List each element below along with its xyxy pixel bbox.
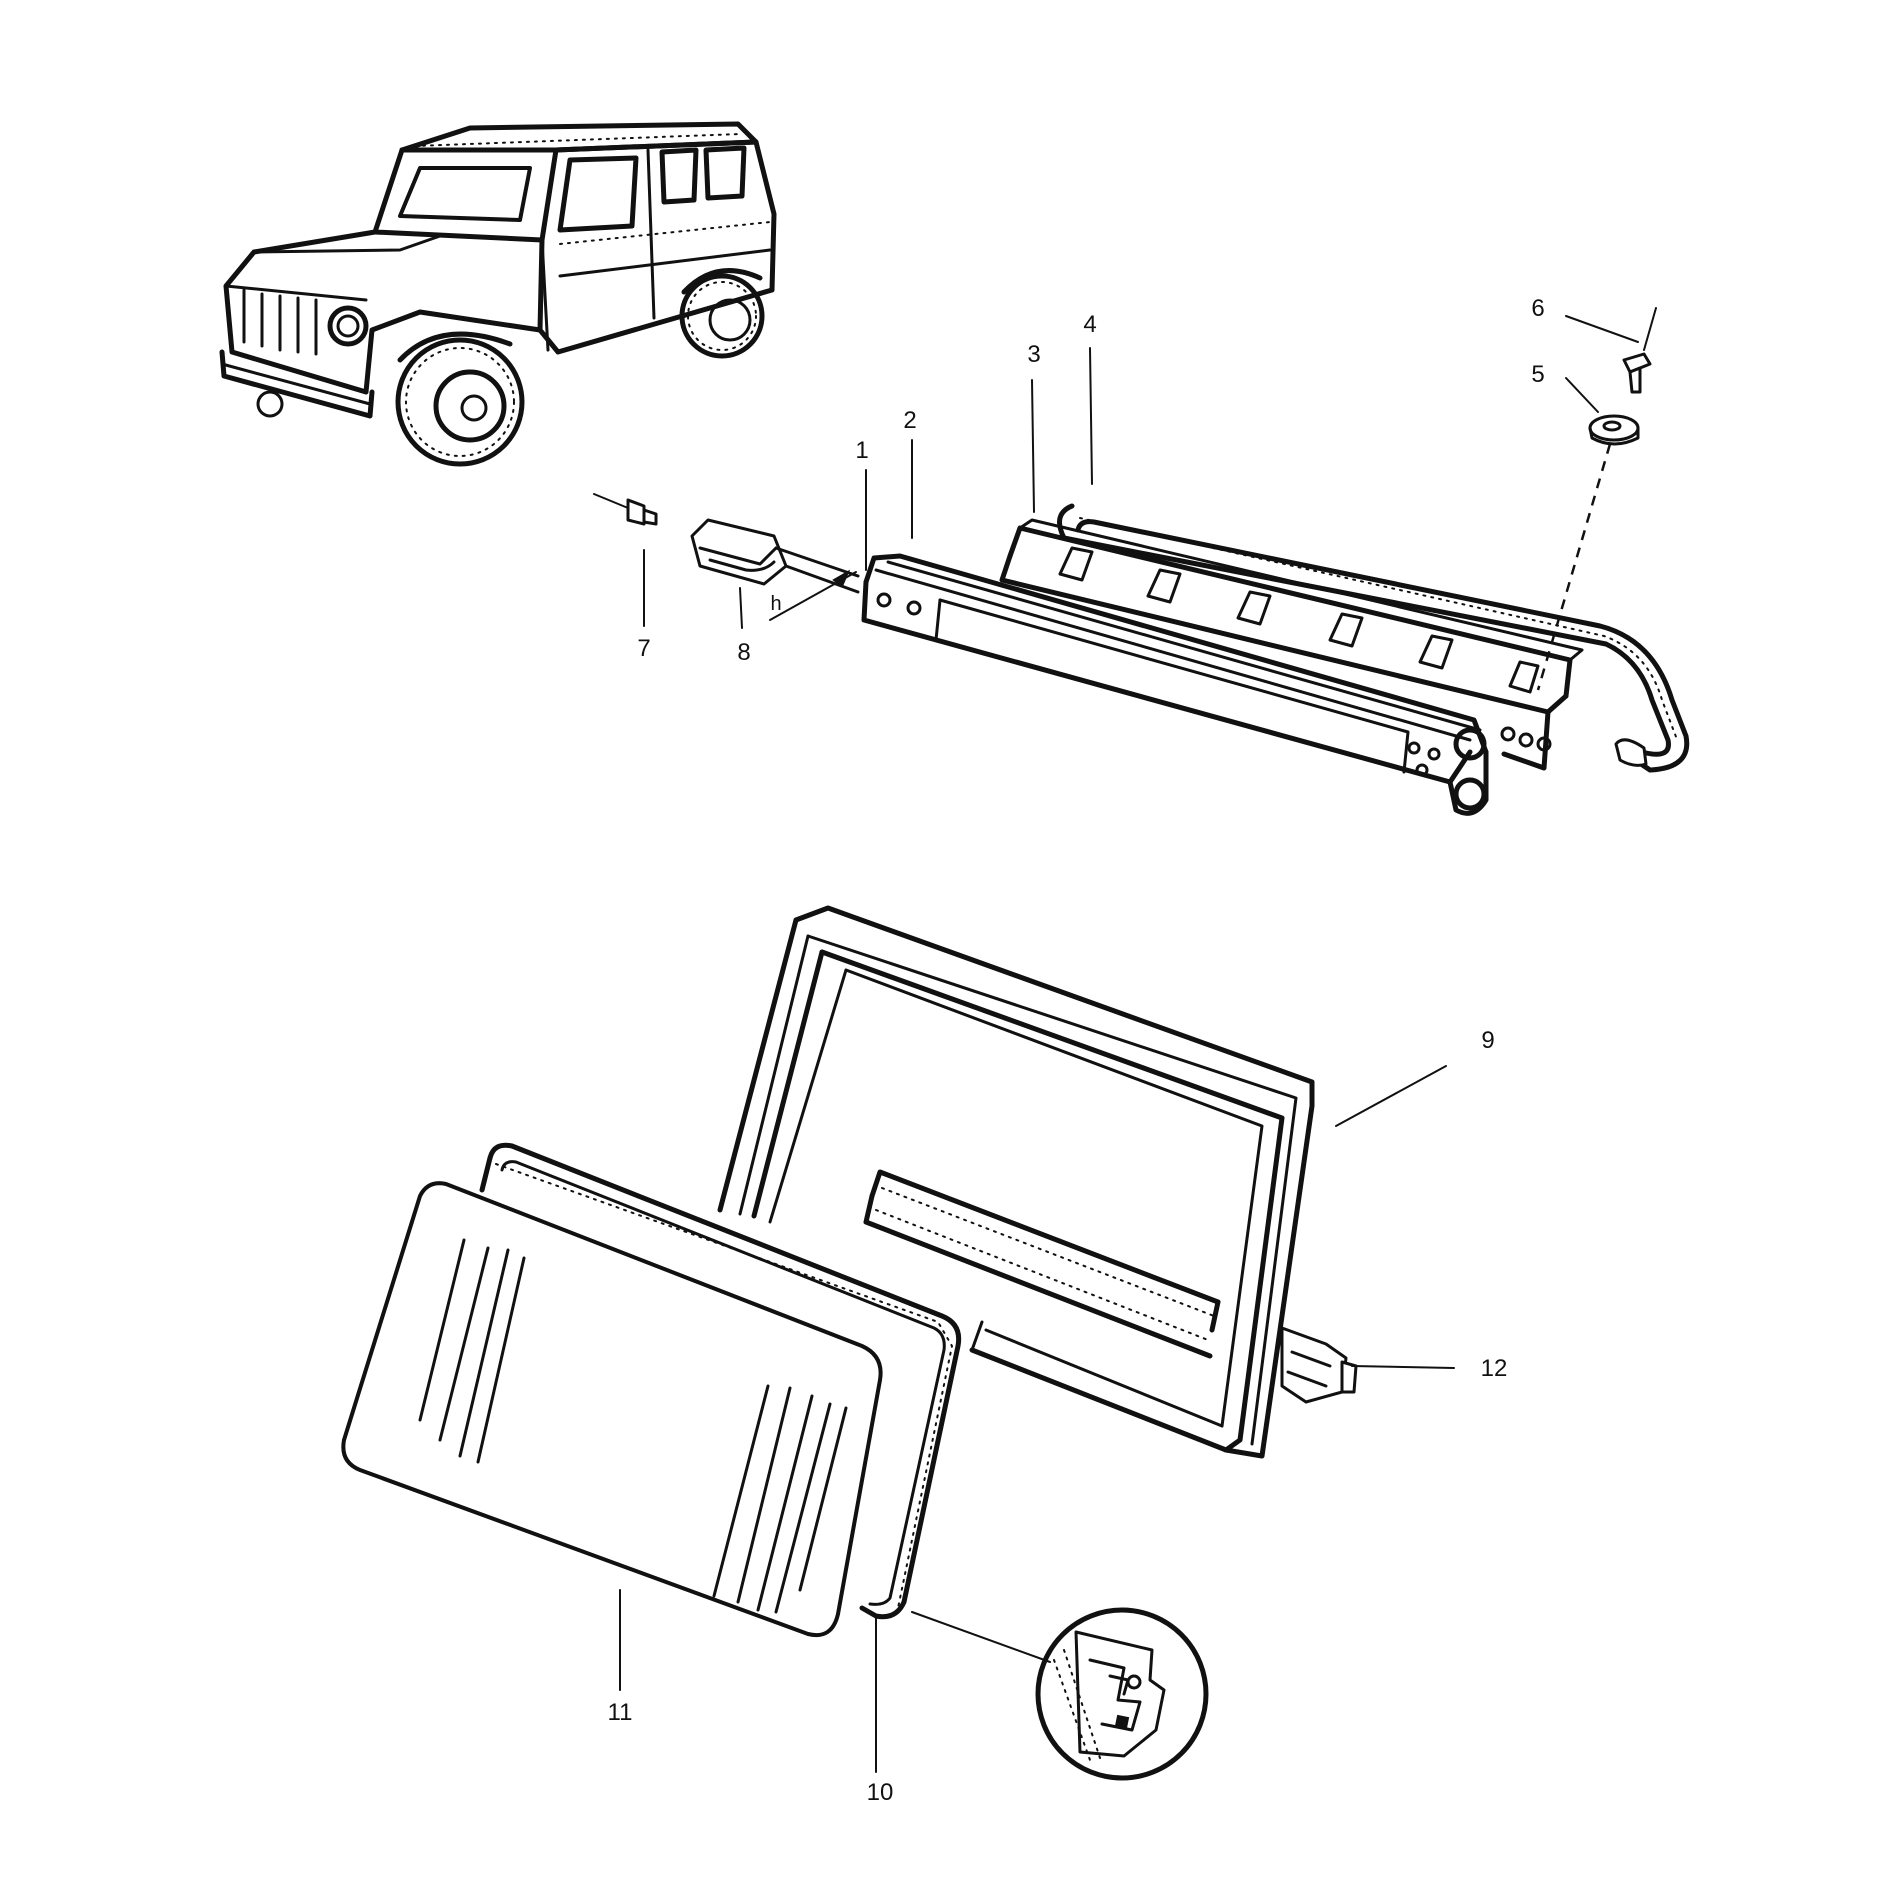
callout-1: 1 bbox=[855, 437, 868, 464]
callout-8: 8 bbox=[737, 639, 750, 666]
screw-part-6 bbox=[1622, 307, 1657, 394]
callout-11: 11 bbox=[608, 1699, 633, 1726]
rear-channel-part-3 bbox=[999, 518, 1584, 771]
leader-lines bbox=[619, 315, 1639, 1773]
seal-strip-part-4 bbox=[1057, 503, 1690, 773]
dimension-h-label: h bbox=[770, 593, 781, 615]
callout-10: 10 bbox=[867, 1779, 894, 1806]
front-rail-part-2 bbox=[861, 553, 1489, 816]
callout-12: 12 bbox=[1481, 1355, 1508, 1382]
end-piece-part-12 bbox=[1280, 1326, 1358, 1404]
vehicle-illustration bbox=[219, 121, 777, 467]
callout-5: 5 bbox=[1531, 361, 1544, 388]
guide-rail-assembly: h bbox=[593, 307, 1690, 816]
callout-6: 6 bbox=[1531, 295, 1544, 322]
callout-9: 9 bbox=[1481, 1027, 1494, 1054]
callout-4: 4 bbox=[1083, 311, 1096, 338]
glass-pane-part-11 bbox=[341, 1181, 883, 1637]
window-assembly bbox=[341, 905, 1358, 1781]
washer-part-5 bbox=[1588, 414, 1640, 446]
callout-3: 3 bbox=[1027, 341, 1040, 368]
callout-labels: 1 2 3 4 5 6 7 8 9 10 11 12 bbox=[608, 295, 1545, 1806]
window-seal-part-10 bbox=[479, 1142, 962, 1620]
seal-section-detail bbox=[911, 1607, 1209, 1781]
dimension-h: h bbox=[769, 569, 857, 621]
callout-7: 7 bbox=[637, 635, 650, 662]
window-frame-part-9 bbox=[717, 905, 1315, 1459]
slide-block-part-8 bbox=[690, 518, 860, 594]
screw-part-7 bbox=[593, 493, 658, 526]
callout-2: 2 bbox=[903, 407, 916, 434]
assembly-line bbox=[1536, 443, 1612, 691]
